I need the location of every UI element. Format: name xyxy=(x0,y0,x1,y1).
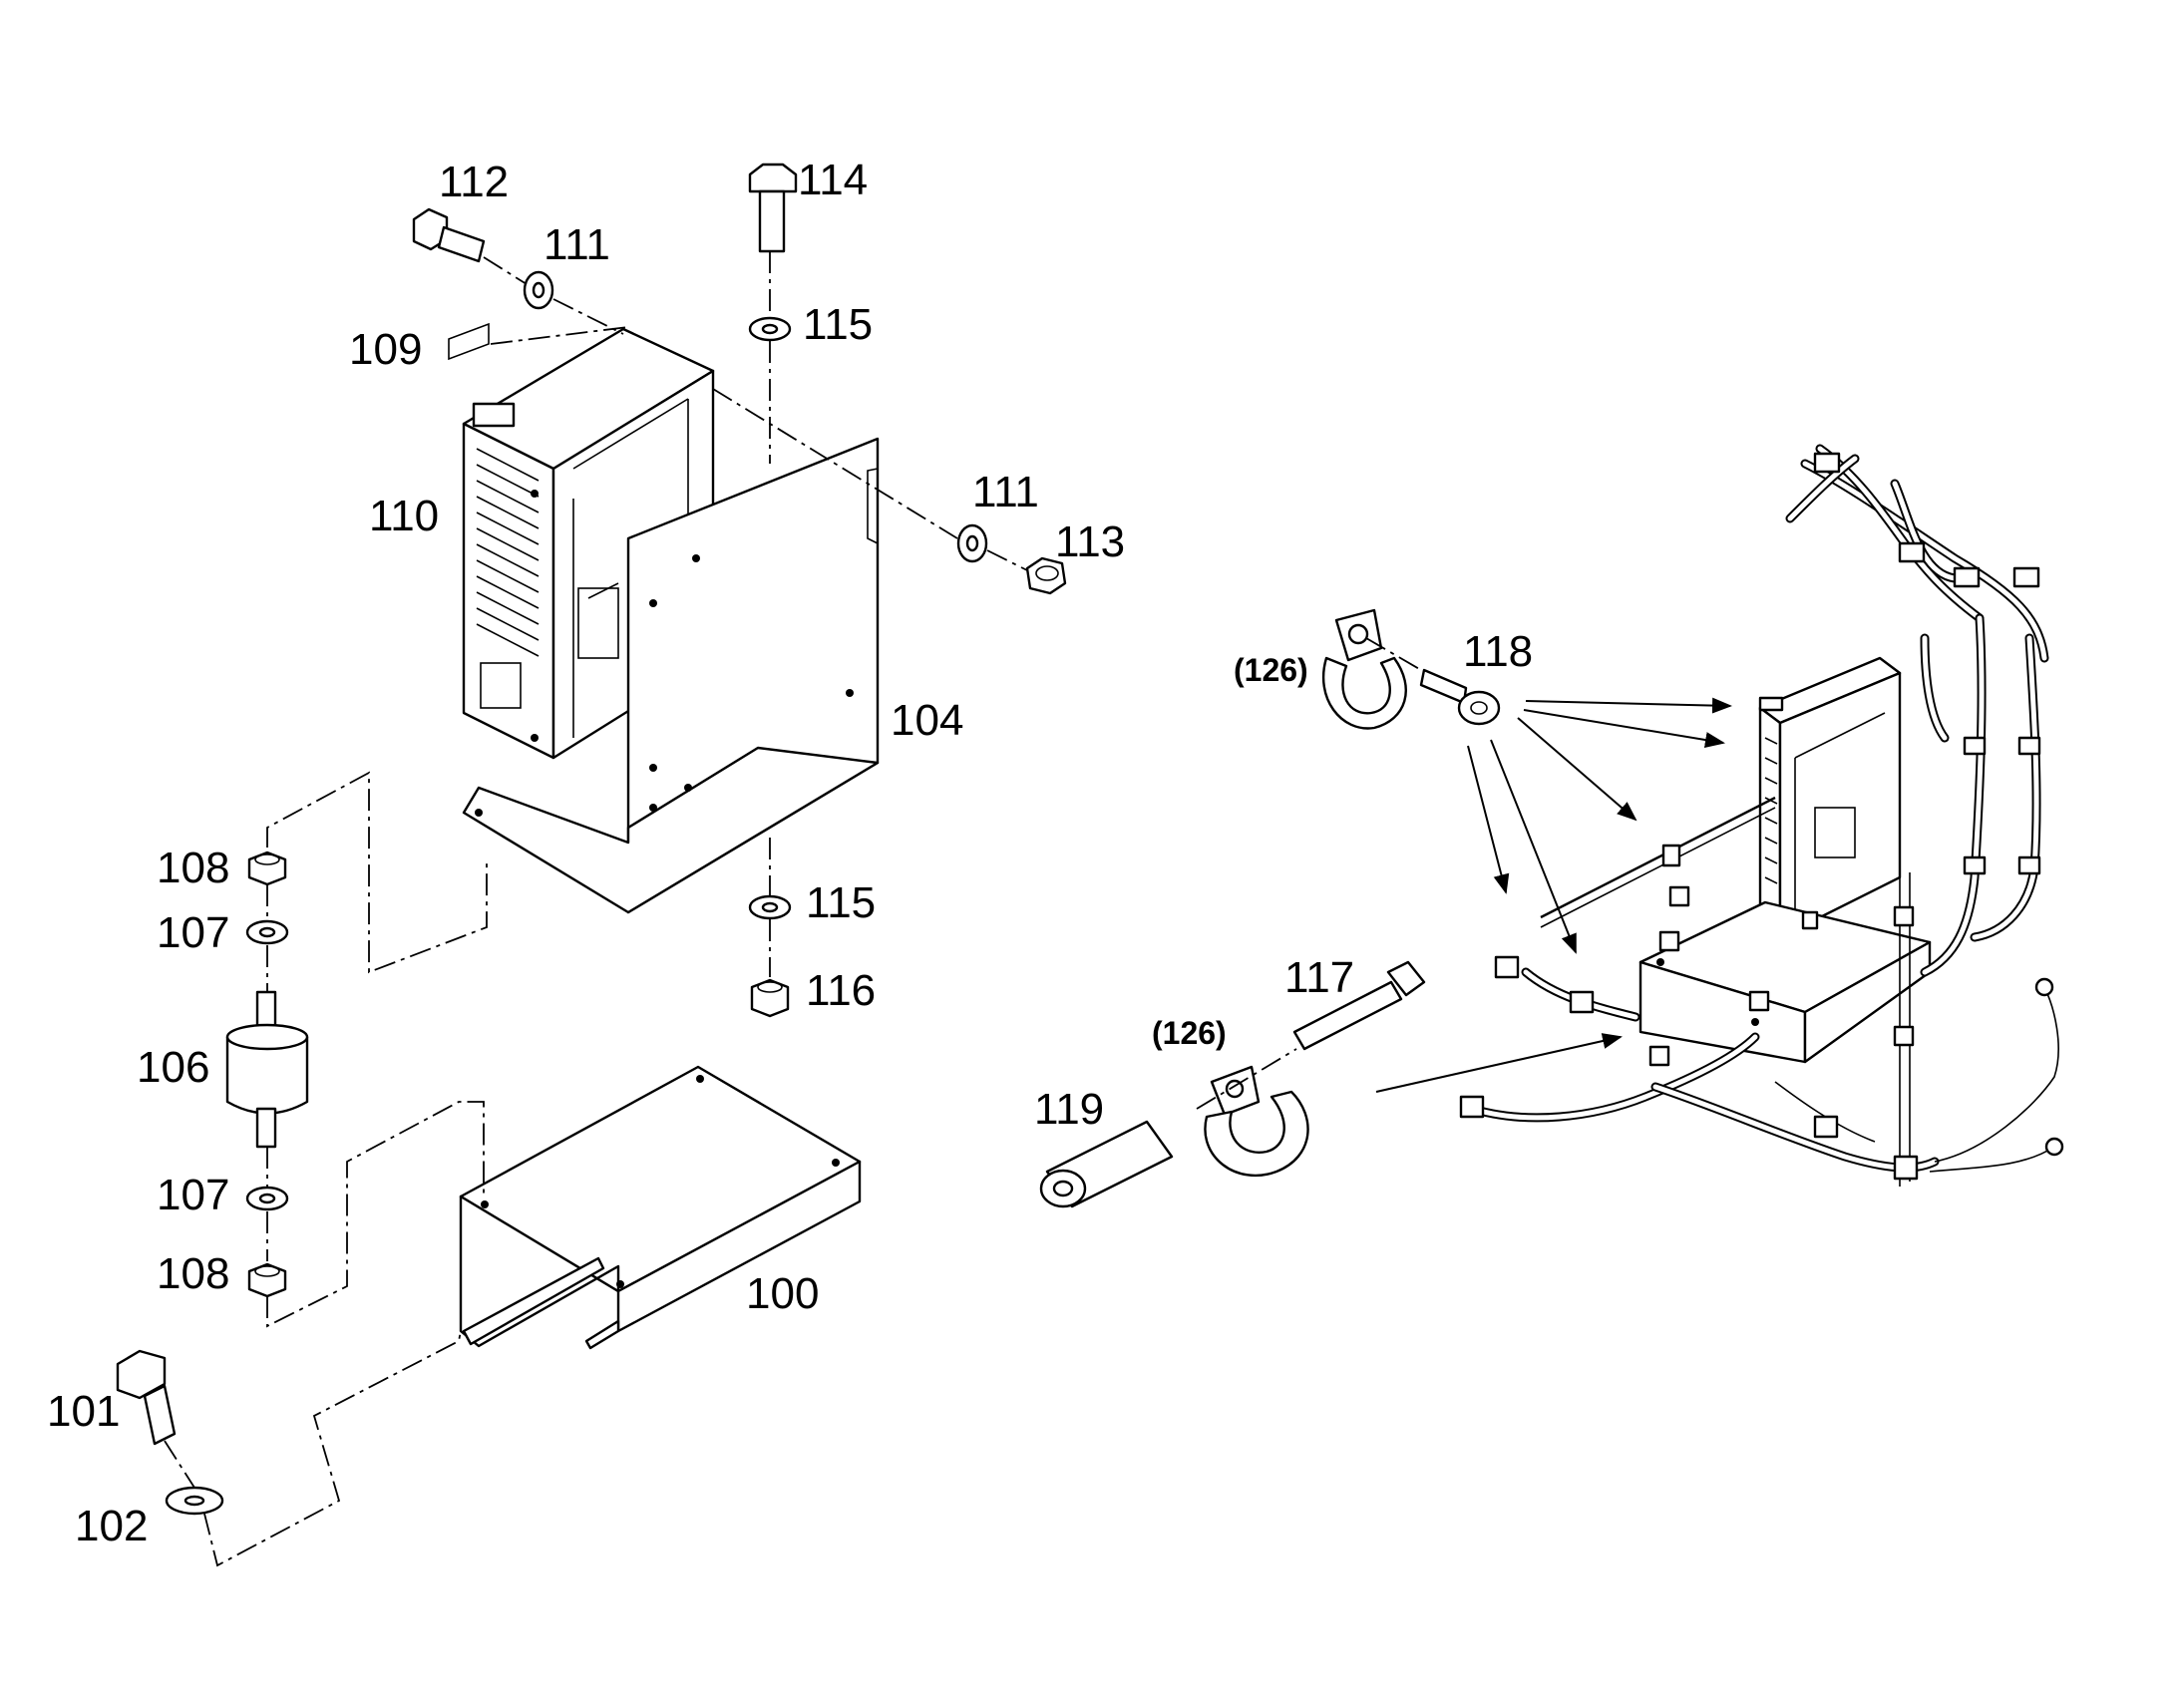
callout-107-lower: 107 xyxy=(157,1171,229,1219)
washer-102 xyxy=(165,1486,224,1516)
nut-116 xyxy=(750,978,790,1018)
callout-116: 116 xyxy=(806,966,876,1015)
callout-106: 106 xyxy=(137,1043,209,1092)
washer-107-upper xyxy=(245,919,289,945)
installed-assembly-view xyxy=(1459,444,2064,1187)
clamp-126-lower xyxy=(1204,1065,1309,1178)
screw-118 xyxy=(1419,668,1501,726)
callout-114: 114 xyxy=(798,156,868,204)
clamp-upper-center-line xyxy=(1365,637,1422,671)
callout-101: 101 xyxy=(47,1387,120,1436)
vibration-mount-106 xyxy=(225,990,309,1149)
callout-117: 117 xyxy=(1284,953,1354,1002)
screw-117 xyxy=(1292,960,1426,1051)
callout-118: 118 xyxy=(1463,627,1533,676)
nut-108-lower xyxy=(247,1262,287,1298)
assembly-center-lines xyxy=(164,251,1028,1567)
nut-108-upper xyxy=(247,851,287,886)
label-109 xyxy=(448,322,490,361)
bolt-112 xyxy=(412,207,486,263)
nut-113 xyxy=(1025,556,1067,595)
callout-126-lower: (126) xyxy=(1152,1015,1227,1051)
callout-107-upper: 107 xyxy=(157,908,229,957)
callout-111-upper: 111 xyxy=(544,220,610,269)
callout-108-lower: 108 xyxy=(157,1249,229,1298)
callout-100: 100 xyxy=(746,1269,819,1318)
bolt-114 xyxy=(748,163,798,253)
callout-126-upper: (126) xyxy=(1234,652,1308,688)
callout-119: 119 xyxy=(1034,1085,1104,1134)
callout-111-lower: 111 xyxy=(972,468,1039,516)
washer-115-upper xyxy=(748,316,792,342)
callout-113: 113 xyxy=(1055,517,1125,566)
washer-107-lower xyxy=(245,1186,289,1211)
clamp-lower-center-line xyxy=(1196,1048,1297,1110)
callout-115-upper: 115 xyxy=(803,300,873,349)
base-bracket-100 xyxy=(459,1065,862,1350)
callout-110: 110 xyxy=(369,492,439,540)
washer-111-upper xyxy=(523,270,554,310)
callout-115-lower: 115 xyxy=(806,878,876,927)
washer-115-lower xyxy=(748,894,792,920)
callout-109: 109 xyxy=(349,325,422,374)
washer-111-lower xyxy=(956,523,988,563)
callout-102: 102 xyxy=(75,1502,148,1550)
clamp-126-upper xyxy=(1321,608,1407,730)
mounting-plate-104 xyxy=(462,437,880,914)
bolt-101 xyxy=(116,1349,177,1446)
installation-arrows xyxy=(1375,697,1732,1093)
spacer-119 xyxy=(1039,1120,1174,1208)
callout-108-upper: 108 xyxy=(157,844,229,892)
callout-112: 112 xyxy=(439,158,509,206)
callout-104: 104 xyxy=(891,696,963,745)
